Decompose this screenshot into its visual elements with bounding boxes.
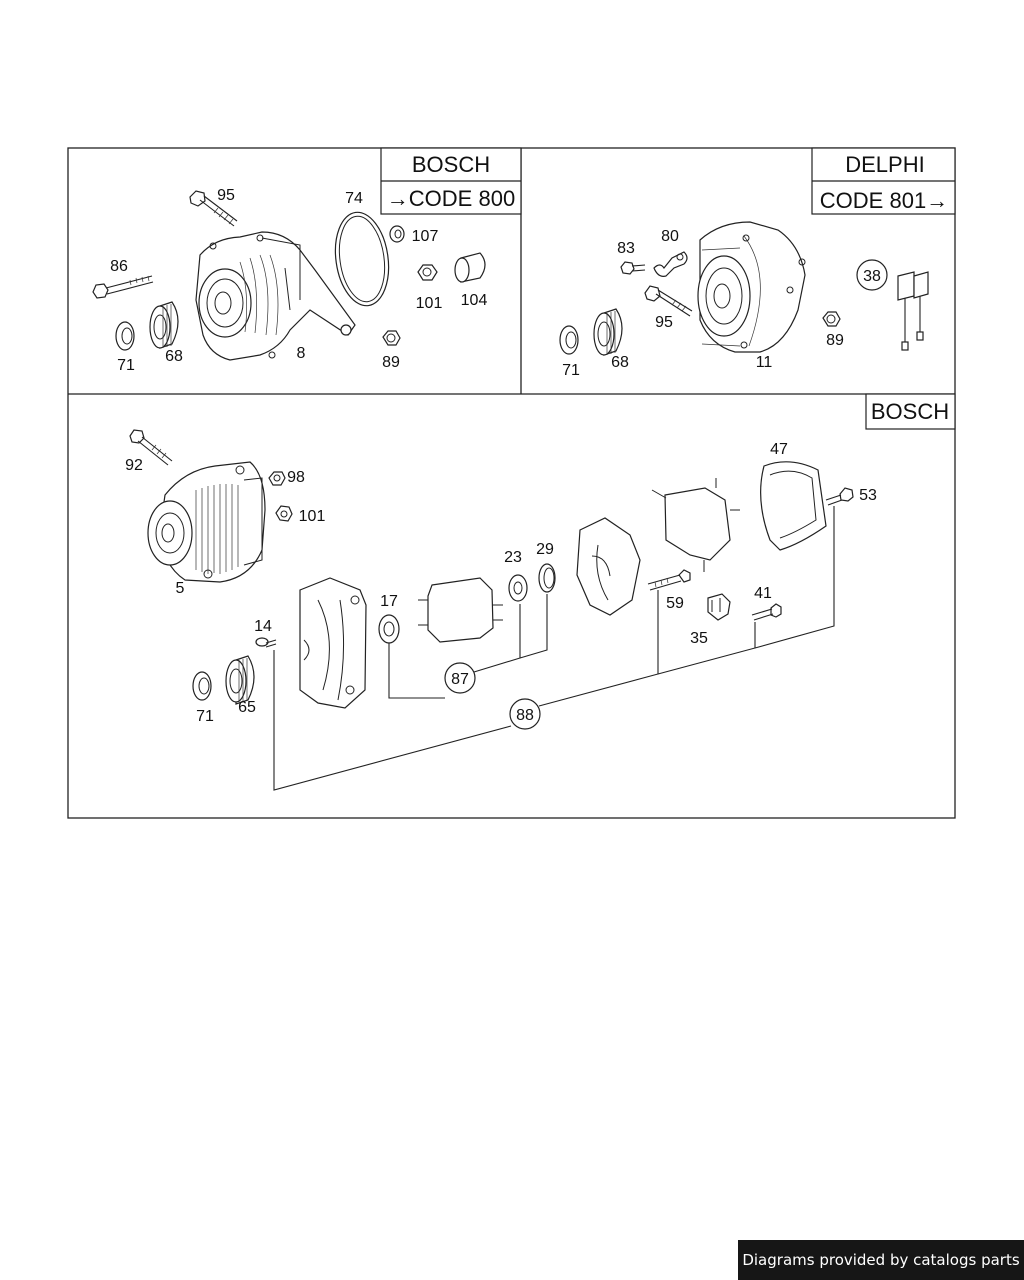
brand-label-delphi: DELPHI [845,152,924,177]
callout-tl-101: 101 [416,295,443,312]
part-bolt-53 [825,487,854,506]
part-regulator-35 [707,593,731,621]
callout-b-101: 101 [299,508,326,525]
part-bracket-80 [653,251,688,277]
callout-b-17: 17 [380,593,398,610]
part-pulley-68-top-left [149,301,179,349]
callout-tl-95: 95 [217,187,235,204]
callout-b-53: 53 [859,487,877,504]
callout-b-29: 29 [536,541,554,558]
callout-b-5: 5 [176,580,185,597]
callout-tr-83: 83 [617,240,635,257]
brand-box-bosch-top: BOSCH →CODE 800 [380,147,522,215]
attribution-text: Diagrams provided by catalogs parts [742,1251,1020,1269]
part-nut-101-bottom [275,505,293,522]
part-regulator-kit-38 [856,259,929,351]
group-lines-88 [273,506,835,791]
part-pulley-65 [225,655,255,705]
callout-tl-107: 107 [412,228,439,245]
callout-b-23: 23 [504,549,522,566]
part-bolt-95-top-left [189,190,238,227]
attribution-footer: Diagrams provided by catalogs parts [738,1240,1024,1280]
part-seal-71-top-right [559,325,579,355]
part-alternator-11 [697,221,806,353]
callout-b-14: 14 [254,618,272,635]
code-label-800: →CODE 800 [387,186,515,211]
callout-labels: 95 74 107 86 101 104 71 68 8 89 83 80 38… [110,187,881,725]
part-rectifier [651,478,740,572]
part-bearing-23 [508,574,528,602]
part-bolt-92 [129,429,173,466]
callout-tr-95: 95 [655,314,673,331]
callout-b-92: 92 [125,457,143,474]
callout-tl-89: 89 [382,354,400,371]
part-bolt-59 [647,569,691,591]
part-bolt-86 [92,275,154,299]
callout-b-71: 71 [196,708,214,725]
callout-b-41: 41 [754,585,772,602]
code-label-801: CODE 801→ [820,188,948,213]
callout-b-59: 59 [666,595,684,612]
callout-b-65: 65 [238,699,256,716]
callout-tl-104: 104 [461,292,488,309]
part-housing [299,577,367,709]
callout-b-98: 98 [287,469,305,486]
callout-b-88: 88 [516,707,534,724]
part-alternator-5 [147,461,266,583]
part-nut-101-top [417,264,438,281]
brand-label-bosch-bottom: BOSCH [871,399,949,424]
part-bearing-17 [378,614,400,644]
part-cap-104 [454,252,486,283]
part-screw-41 [751,603,782,621]
brand-label-bosch-top: BOSCH [412,152,490,177]
part-ring-29 [538,563,556,593]
callout-tr-89: 89 [826,332,844,349]
callout-tl-74: 74 [345,190,363,207]
part-nut-89-top-left [382,330,401,346]
callout-b-35: 35 [690,630,708,647]
callout-tr-11: 11 [756,354,773,371]
part-pulley-68-top-right [593,308,623,356]
part-cover-47 [760,461,827,551]
part-rotor [418,577,503,643]
callout-tl-8: 8 [297,345,306,362]
part-washer-107 [389,225,405,243]
callout-tr-38: 38 [863,268,881,285]
brand-box-bosch-bottom: BOSCH [865,393,956,430]
callout-b-87: 87 [451,671,469,688]
part-stator [576,517,641,616]
part-bolt-95-top-right [644,285,693,317]
callout-tl-86: 86 [110,258,128,275]
callout-tr-71: 71 [562,362,580,379]
part-screw-14 [255,637,277,648]
part-nut-89-top-right [822,311,841,327]
part-alternator-8 [195,231,356,361]
brand-box-delphi: DELPHI CODE 801→ [811,147,956,215]
callout-tr-80: 80 [661,228,679,245]
part-ring-74 [334,211,390,307]
part-seal-71-top-left [115,321,135,351]
callout-b-47: 47 [770,441,788,458]
callout-tl-71: 71 [117,357,135,374]
group-lines-87 [388,594,548,699]
part-bolt-83 [620,261,646,275]
part-nut-98 [268,471,286,486]
callout-tr-68: 68 [611,354,629,371]
callout-tl-68: 68 [165,348,183,365]
part-seal-71-bottom [192,671,212,701]
